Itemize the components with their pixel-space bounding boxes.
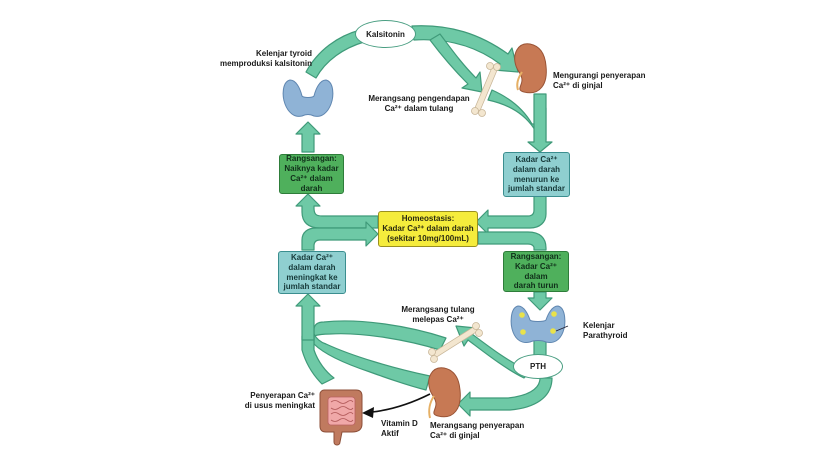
kidney-bottom-icon (428, 367, 461, 419)
bone-top-icon (471, 62, 501, 117)
thyroid-gland-label: Kelenjar tyroid memproduksi kalsitonin (219, 49, 312, 68)
arrow-result-bottom-to-homeostasis (301, 221, 379, 251)
arrow-pth-to-bone (455, 325, 531, 379)
arrow-result-top-to-homeostasis (475, 195, 547, 235)
arrow-calcitonin-to-bone (429, 33, 483, 93)
homeostasis-center-box: Homeostasis: Kadar Ca²⁺ dalam darah (sek… (378, 211, 478, 247)
result-top-text: Kadar Ca²⁺ dalam darah menurun ke jumlah… (508, 154, 565, 194)
vitamin-d-arrow (362, 393, 431, 418)
arrow-stimulus-top-to-thyroid (295, 121, 321, 153)
bone-top-effect-label: Merangsang pengendapan Ca²⁺ dalam tulang (368, 94, 470, 113)
homeostasis-text: Homeostasis: Kadar Ca²⁺ dalam darah (sek… (382, 214, 474, 243)
arrow-kidney-to-result-top (527, 93, 553, 153)
result-bottom-text: Kadar Ca²⁺ dalam darah meningkat ke juml… (283, 252, 341, 292)
stimulus-top-text: Rangsangan: Naiknya kadar Ca²⁺ dalam dar… (284, 154, 339, 193)
kidney-top-effect-label: Mengurangi penyerapan Ca²⁺ di ginjal (553, 71, 646, 90)
arrow-homeostasis-to-stimulus-bottom (477, 231, 547, 251)
pth-hormone-ellipse: PTH (513, 354, 563, 379)
arrow-left-column-to-result-bottom (295, 293, 321, 341)
arrow-stimulus-bottom-to-parathyroid (527, 291, 553, 311)
bone-bottom-effect-label: Merangsang tulang melepas Ca²⁺ (401, 305, 475, 324)
intestine-icon (319, 389, 363, 446)
parathyroid-gland-label: Kelenjar Parathyroid (583, 321, 628, 340)
kidney-top-icon (514, 43, 547, 94)
kidney-bottom-effect-label: Merangsang penyerapan Ca²⁺ di ginjal (430, 421, 525, 440)
pth-label: PTH (530, 362, 546, 371)
calcitonin-label: Kalsitonin (366, 29, 405, 39)
thyroid-gland-icon (282, 79, 334, 117)
arrow-pth-to-kidney (457, 377, 553, 417)
calcitonin-hormone-ellipse: Kalsitonin (355, 20, 416, 48)
stimulus-bottom-text: Rangsangan: Kadar Ca²⁺ dalam darah turun (510, 251, 562, 291)
intestine-effect-label: Penyerapan Ca²⁺ di usus meningkat (244, 391, 315, 410)
arrow-homeostasis-to-stimulus-top (295, 193, 379, 229)
result-top-box: Kadar Ca²⁺ dalam darah menurun ke jumlah… (503, 152, 570, 197)
bone-bottom-icon (428, 322, 483, 363)
result-bottom-box: Kadar Ca²⁺ dalam darah meningkat ke juml… (278, 251, 346, 294)
stimulus-top-box: Rangsangan: Naiknya kadar Ca²⁺ dalam dar… (279, 154, 344, 194)
stimulus-bottom-box: Rangsangan: Kadar Ca²⁺ dalam darah turun (503, 251, 569, 292)
vitamin-d-label: Vitamin D Aktif (381, 419, 418, 438)
arrow-bone-to-left-column (313, 320, 447, 351)
parathyroid-gland-icon (510, 305, 569, 343)
